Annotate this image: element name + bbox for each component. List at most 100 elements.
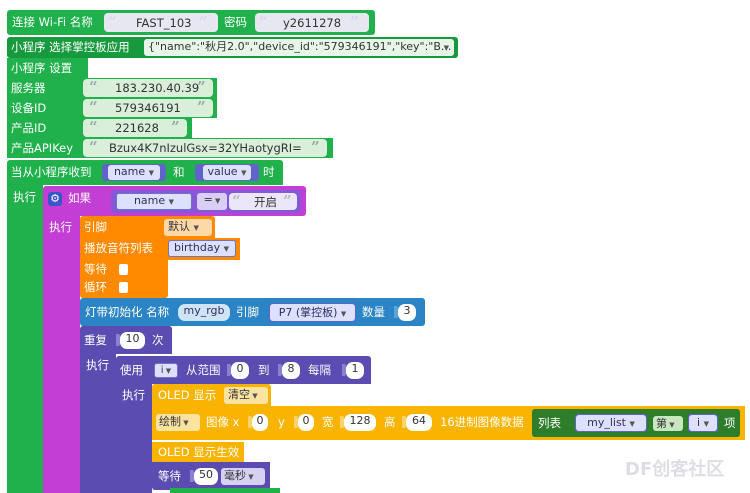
for-to-field[interactable]: 8: [282, 362, 300, 379]
music-pin-dropdown[interactable]: 默认 ▼: [164, 219, 212, 236]
settings-header-block[interactable]: 小程序 设置: [7, 58, 88, 78]
wait-unit-value: 毫秒: [224, 469, 246, 482]
receive-value-text: value: [207, 165, 238, 178]
list-index-variable[interactable]: i ▼: [688, 414, 718, 432]
server-field[interactable]: “ 183.230.40.39 ”: [83, 79, 213, 97]
miniapp-select-block[interactable]: 小程序 选择掌控板应用 {"name":"秋月2.0","device_id":…: [7, 37, 458, 58]
product-id-row[interactable]: 产品ID “ 221628 ”: [7, 118, 192, 138]
music-loop-checkbox[interactable]: [119, 282, 128, 293]
product-id-field[interactable]: “ 221628 ”: [83, 119, 187, 137]
music-song-dropdown[interactable]: birthday ▼: [168, 240, 236, 257]
music-wait-checkbox[interactable]: [119, 264, 128, 275]
wifi-password-field[interactable]: “ y2611278 ”: [255, 13, 369, 32]
miniapp-json-dropdown[interactable]: {"name":"秋月2.0","device_id":"579346191",…: [144, 39, 454, 56]
for-from-value: 0: [236, 362, 244, 375]
music-pin-block[interactable]: 引脚 默认 ▼: [80, 216, 215, 238]
music-loop-block[interactable]: 循环: [80, 278, 168, 298]
receive-label: 当从小程序收到: [11, 165, 92, 179]
chevron-down-icon: ▼: [703, 420, 709, 428]
miniapp-json-value: {"name":"秋月2.0","device_id":"579346191",…: [148, 40, 452, 53]
for-step-label: 每隔: [308, 363, 331, 377]
receive-name-variable[interactable]: name ▼: [102, 164, 166, 181]
strip-pin-dropdown[interactable]: P7 (掌控板) ▼: [269, 303, 356, 322]
product-id-label: 产品ID: [11, 121, 47, 135]
server-row[interactable]: 服务器 “ 183.230.40.39 ”: [7, 78, 217, 98]
oled-draw-value: 绘制: [159, 415, 181, 428]
repeat-block[interactable]: 重复 10 次: [80, 326, 172, 354]
strip-init-label: 灯带初始化 名称: [85, 305, 170, 319]
list-nth-value: 第: [656, 417, 667, 430]
list-index-block[interactable]: 列表 my_list ▼ 第 ▼ i ▼ 项: [532, 409, 740, 437]
exec-label-4: 执行: [122, 388, 145, 402]
compare-operator-dropdown[interactable]: = ▼: [197, 193, 227, 210]
oled-draw-block[interactable]: 绘制 ▼ 图像 x 0 y 0 宽 128 高 64 16进制图像数据 列表 m…: [152, 406, 745, 440]
repeat-label: 重复: [84, 333, 107, 347]
list-name-dropdown[interactable]: my_list ▼: [575, 414, 647, 432]
apikey-row[interactable]: 产品APIKey “ Bzux4K7nIzulGsx=32YHaotygRI= …: [7, 138, 333, 158]
device-id-row[interactable]: 设备ID “ 579346191 ”: [7, 98, 217, 118]
wifi-ssid-field[interactable]: “ FAST_103 ”: [104, 13, 218, 32]
music-play-block[interactable]: 播放音符列表 birthday ▼: [80, 238, 240, 260]
receive-value-variable[interactable]: value ▼: [195, 164, 259, 181]
oled-draw-dropdown[interactable]: 绘制 ▼: [156, 414, 200, 431]
oled-y-label: y: [278, 415, 285, 429]
device-id-field[interactable]: “ 579346191 ”: [83, 99, 213, 117]
chevron-down-icon: ▼: [340, 310, 347, 318]
for-step-field[interactable]: 1: [346, 362, 364, 379]
oled-width-field[interactable]: 128: [344, 414, 376, 431]
music-pin-value: 默认: [168, 220, 190, 233]
oled-height-field[interactable]: 64: [406, 414, 432, 431]
wait-unit-dropdown[interactable]: 毫秒 ▼: [221, 468, 265, 485]
music-wait-block[interactable]: 等待: [80, 260, 168, 278]
chevron-down-icon: ▼: [250, 392, 258, 400]
music-play-label: 播放音符列表: [84, 241, 153, 255]
oled-y-field[interactable]: 0: [298, 414, 314, 431]
apikey-field[interactable]: “ Bzux4K7nIzulGsx=32YHaotygRI= ”: [83, 139, 327, 157]
if-text-value: 开启: [254, 195, 277, 209]
compare-block[interactable]: name ▼ = ▼ “ 开启 ”: [111, 190, 301, 213]
wifi-password-label: 密码: [224, 15, 247, 29]
device-id-label: 设备ID: [11, 101, 47, 115]
recv-block-spine[interactable]: [7, 182, 43, 493]
list-name-value: my_list: [587, 416, 626, 429]
strip-count-label: 数量: [362, 305, 385, 319]
if-text-field[interactable]: “ 开启 ”: [229, 193, 297, 210]
wait-ms-field[interactable]: 50: [194, 468, 218, 485]
repeat-suffix-label: 次: [152, 333, 164, 347]
strip-name-field[interactable]: my_rgb: [178, 304, 230, 321]
list-nth-dropdown[interactable]: 第 ▼: [653, 416, 683, 431]
strip-count-value: 3: [403, 304, 411, 317]
repeat-times-field[interactable]: 10: [120, 332, 145, 349]
apikey-value: Bzux4K7nIzulGsx=32YHaotygRI=: [109, 141, 302, 155]
oled-x-value: 0: [256, 414, 264, 427]
for-from-field[interactable]: 0: [231, 362, 249, 379]
apikey-label: 产品APIKey: [11, 141, 74, 155]
oled-x-field[interactable]: 0: [252, 414, 268, 431]
for-block-spine[interactable]: [116, 383, 152, 493]
wait-ms-label: 等待: [158, 469, 181, 483]
oled-show-block[interactable]: OLED 显示 清空 ▼: [152, 384, 271, 406]
chevron-down-icon: ▼: [181, 419, 189, 427]
recv-block-footer: [170, 488, 280, 493]
strip-count-field[interactable]: 3: [398, 304, 416, 321]
if-block[interactable]: ⚙ 如果 name ▼ = ▼ “ 开启 ”: [43, 186, 306, 216]
strip-init-block[interactable]: 灯带初始化 名称 my_rgb 引脚 P7 (掌控板) ▼ 数量 3: [80, 298, 425, 326]
chevron-down-icon: ▼: [212, 197, 221, 205]
strip-pin-label: 引脚: [236, 305, 259, 319]
music-wait-label: 等待: [84, 262, 107, 276]
oled-clear-dropdown[interactable]: 清空 ▼: [224, 387, 268, 404]
wait-ms-block[interactable]: 等待 50 毫秒 ▼: [152, 462, 270, 490]
for-var-dropdown[interactable]: i ▼: [154, 363, 178, 378]
chevron-down-icon: ▼: [223, 245, 229, 253]
receive-event-block[interactable]: 当从小程序收到 name ▼ 和 value ▼ 时: [7, 160, 283, 185]
wifi-block[interactable]: 连接 Wi-Fi 名称 “ FAST_103 ” 密码 “ y2611278 ”: [7, 10, 375, 35]
product-id-value: 221628: [115, 121, 159, 135]
oled-commit-block[interactable]: OLED 显示生效: [152, 442, 244, 462]
for-loop-block[interactable]: 使用 i ▼ 从范围 0 到 8 每隔 1: [116, 356, 371, 384]
if-name-variable[interactable]: name ▼: [116, 193, 192, 210]
compare-operator-text: =: [203, 193, 213, 206]
repeat-block-spine[interactable]: [80, 352, 116, 493]
if-label: 如果: [68, 191, 91, 205]
if-block-spine[interactable]: [43, 211, 80, 493]
gear-icon[interactable]: ⚙: [48, 192, 62, 206]
